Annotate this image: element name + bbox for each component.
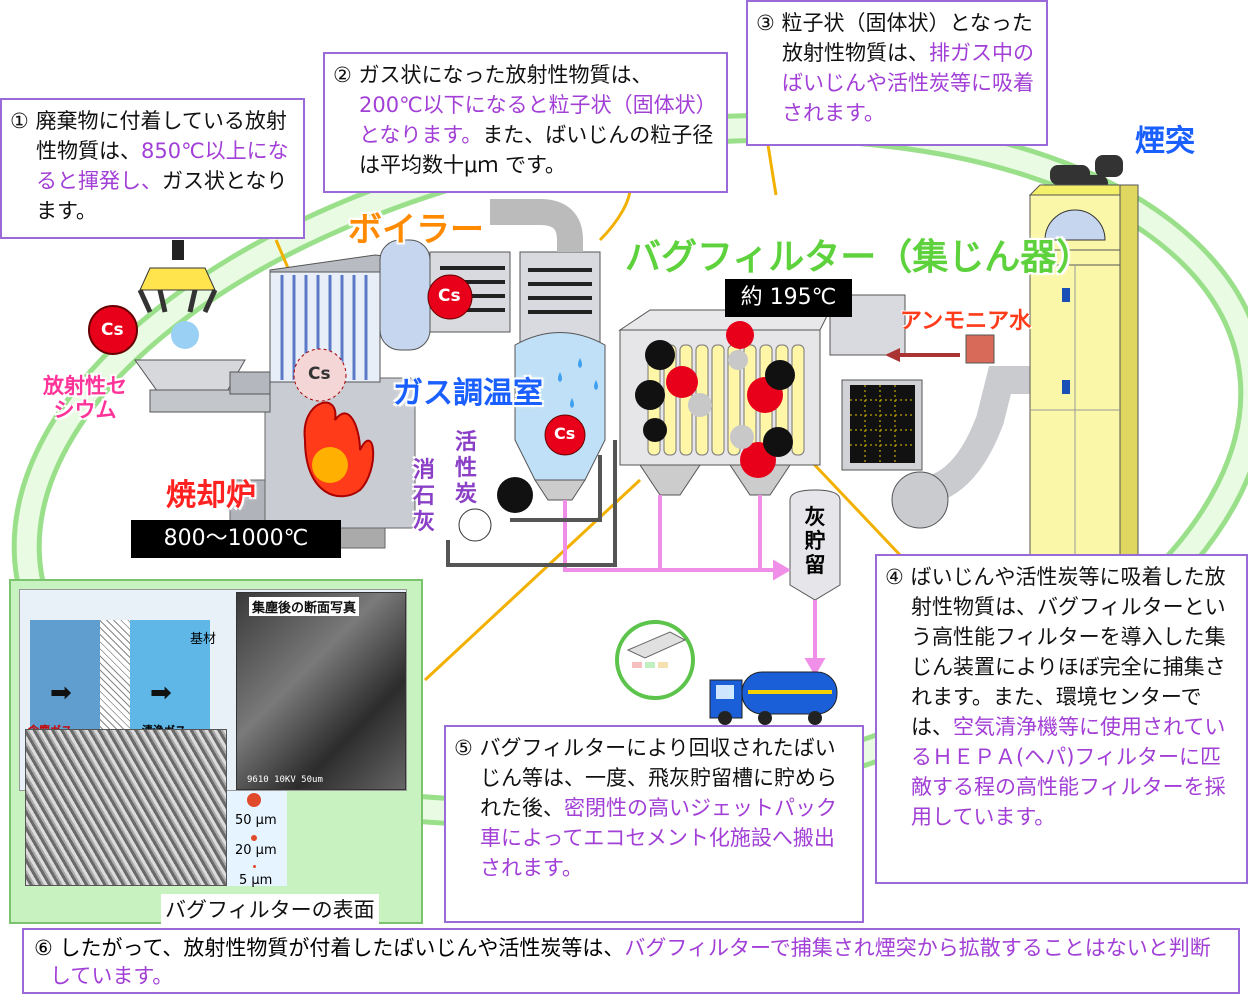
ash-silo-drawing xyxy=(789,489,841,601)
chimney-label: 煙突 xyxy=(1135,124,1195,159)
callout-2: ② ガス状になった放射性物質は、 200℃以下になると粒子状（固体状）となります。… xyxy=(323,52,728,193)
callout-2-text: ガス状になった放射性物質は、 xyxy=(358,63,653,87)
callout-3-highlight: 排ガス中のばいじんや活性炭等に吸着されます。 xyxy=(782,41,1034,125)
callout-6-num: ⑥ xyxy=(34,936,53,960)
callout-6: ⑥ したがって、放射性物質が付着したばいじんや活性炭等は、バグフィルターで捕集さ… xyxy=(22,928,1240,994)
callout-3-num: ③ xyxy=(756,11,775,35)
callout-1-highlight: 850℃以上になると揮発し、 xyxy=(36,139,289,193)
cs-label-1: Cs xyxy=(101,320,124,340)
scale-50-label: 50 μm xyxy=(235,813,277,828)
furnace-temp: 800～1000℃ xyxy=(131,520,341,558)
callout-5: ⑤ バグフィルターにより回収されたばいじん等は、一度、飛灰貯留槽に貯められた後、… xyxy=(444,725,864,923)
scale-20-label: 20 μm xyxy=(235,843,277,858)
activated-carbon-label: 活性炭 xyxy=(454,430,477,507)
photo-title: 集塵後の断面写真 xyxy=(249,597,360,616)
callout-4-text: ばいじんや活性炭等に吸着した放射性物質は、バグフィルターという高性能フィルターを… xyxy=(910,565,1226,739)
dust-zone xyxy=(30,620,100,740)
cs-label-2: Cs xyxy=(308,364,331,384)
dot-50 xyxy=(247,793,261,807)
base-material-layer xyxy=(100,620,130,740)
cesium-particles xyxy=(88,274,795,542)
slaked-lime-label: 消石灰 xyxy=(412,458,435,535)
dot-20 xyxy=(251,835,257,841)
cement-icon xyxy=(615,620,695,700)
cs-label-4: Cs xyxy=(554,424,576,443)
callout-4-highlight: 空気清浄機等に使用されているＨＥＰＡ(ヘパ)フィルターに匹敵する程の高性能フィル… xyxy=(911,715,1226,829)
callout-5-highlight: 密閉性の高いジェットパック車によってエコセメント化施設へ搬出されます。 xyxy=(480,796,837,880)
callout-1: ① 廃棄物に付着している放射性物質は、850℃以上になると揮発し、ガス状となりま… xyxy=(0,98,305,239)
base-material-label: 基材 xyxy=(190,632,217,647)
callout-1-text: 廃棄物に付着している放射性物質は、 xyxy=(35,109,287,163)
callout-2-num: ② xyxy=(333,63,352,87)
scale-panel: 50 μm 20 μm 5 μm xyxy=(227,791,287,888)
callout-5-text: バグフィルターにより回収されたばいじん等は、一度、飛灰貯留槽に貯められた後、 xyxy=(479,736,837,820)
callout-6-text: したがって、放射性物質が付着したばいじんや活性炭等は、 xyxy=(59,936,625,960)
callout-5-num: ⑤ xyxy=(454,736,473,760)
bagfilter-label: バグフィルター（集じん器） xyxy=(625,237,1093,278)
gas-room-label: ガス調温室 xyxy=(393,376,543,411)
inset-caption: バグフィルターの表面 xyxy=(161,894,379,924)
arrow-right-icon: ➡ xyxy=(150,678,172,708)
callout-1-text-2: ガス状となります。 xyxy=(36,169,288,223)
incinerator-label: 焼却炉 xyxy=(166,478,256,513)
bagfilter-inset: ➡ ➡ 基材 含塵ガス 清浄ガス 集塵後の断面写真 9610 10KV 50um… xyxy=(9,579,423,924)
callout-3-text: 粒子状（固体状）となった放射性物質は、 xyxy=(781,11,1033,65)
dot-5 xyxy=(253,865,256,868)
bag-temp: 約 195℃ xyxy=(725,279,852,317)
clean-zone xyxy=(130,620,210,740)
filter-surface-photo xyxy=(25,729,227,886)
scale-5-label: 5 μm xyxy=(239,873,273,888)
incinerator-drawing xyxy=(134,240,416,549)
callout-1-num: ① xyxy=(10,109,29,133)
cs-label-3: Cs xyxy=(438,286,461,306)
boiler-label: ボイラー xyxy=(348,210,484,250)
callout-2-text-2: また、ばいじんの粒子径は平均数十μｍ です。 xyxy=(359,123,714,177)
arrow-right-icon: ➡ xyxy=(50,678,72,708)
callout-4-num: ④ xyxy=(885,565,904,589)
sem-photo: 集塵後の断面写真 9610 10KV 50um xyxy=(236,592,406,790)
ammonia-label: アンモニア水 xyxy=(900,309,1032,334)
ash-storage-label: 灰貯留 xyxy=(804,505,826,577)
boiler-drawing xyxy=(269,199,601,383)
callout-4: ④ ばいじんや活性炭等に吸着した放射性物質は、バグフィルターという高性能フィルタ… xyxy=(875,554,1248,884)
callout-3: ③ 粒子状（固体状）となった放射性物質は、排ガス中のばいじんや活性炭等に吸着され… xyxy=(746,0,1048,146)
truck-drawing xyxy=(709,671,838,725)
sem-footer: 9610 10KV 50um xyxy=(247,775,323,785)
callout-6-highlight: バグフィルターで捕集され煙突から拡散することはないと判断しています。 xyxy=(50,936,1211,988)
cesium-label: 放射性セシウム xyxy=(43,374,127,422)
callout-2-highlight: 200℃以下になると粒子状（固体状）となります。 xyxy=(359,93,707,147)
